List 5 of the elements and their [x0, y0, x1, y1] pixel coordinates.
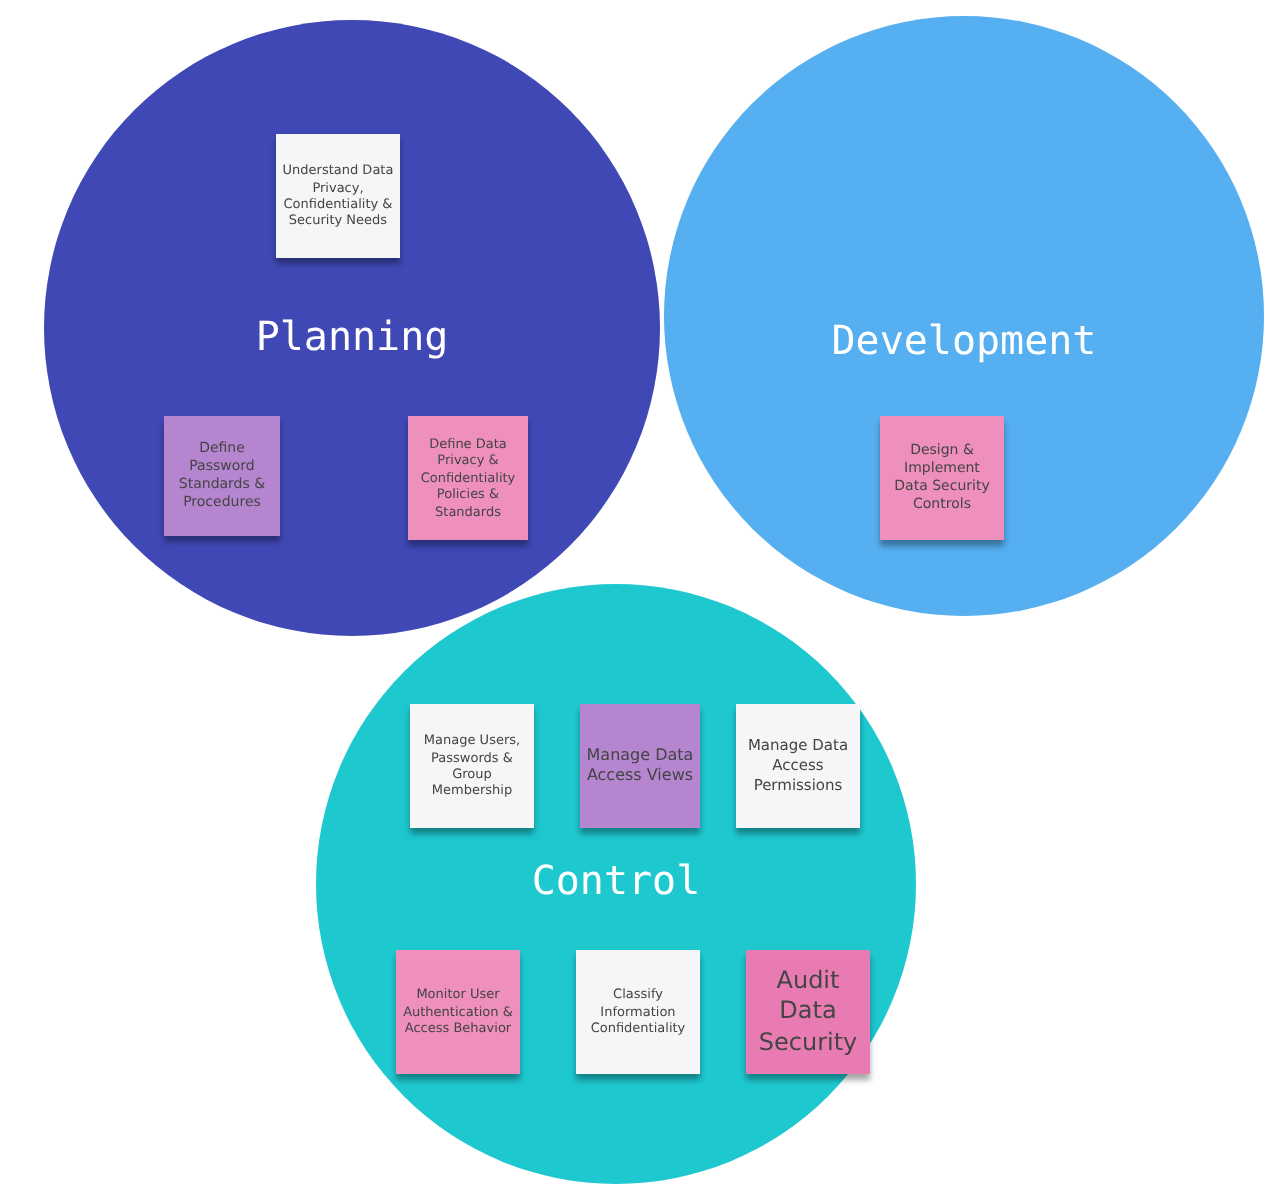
sticky-note: Manage Data Access Views: [580, 704, 700, 828]
circle-title: Development: [829, 316, 1099, 364]
sticky-note: Audit Data Security: [746, 950, 870, 1074]
circle-title: Control: [529, 856, 703, 904]
circle-title: Planning: [253, 312, 451, 360]
